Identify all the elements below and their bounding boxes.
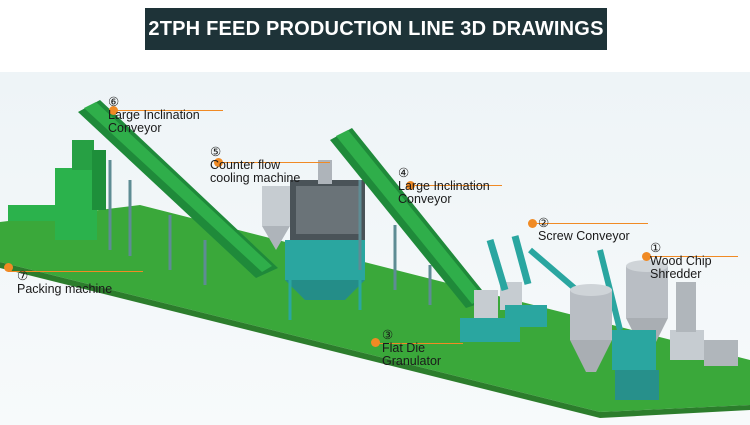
leader-line-counter-flow-cooling-machine [218, 162, 330, 163]
callout-flat-die-granulator: ③ Flat Die Granulator [382, 316, 441, 368]
callout-marker-wood-chip-shredder [642, 252, 651, 261]
cooling-machine-model [262, 160, 365, 320]
callout-text: Packing machine [17, 282, 113, 296]
callout-number: ⑦ [17, 269, 29, 283]
callout-number: ③ [382, 328, 394, 342]
callout-large-inclination-conveyor-4: ④ Large Inclination Conveyor [398, 154, 490, 206]
wood-chip-shredder-model [612, 282, 738, 400]
callout-marker-counter-flow-cooling-machine [214, 158, 223, 167]
leader-line-large-inclination-conveyor-4 [410, 185, 502, 186]
callout-number: ⑥ [108, 95, 120, 109]
callout-packing-machine: ⑦ Packing machine [17, 257, 112, 296]
leader-line-large-inclination-conveyor-6 [113, 110, 223, 111]
callout-marker-packing-machine [4, 263, 13, 272]
leader-line-flat-die-granulator [375, 343, 463, 344]
leader-line-wood-chip-shredder [648, 256, 738, 257]
packing-machine-model [8, 140, 106, 240]
callout-large-inclination-conveyor-6: ⑥ Large Inclination Conveyor [108, 83, 200, 135]
callout-text: Wood Chip Shredder [650, 254, 712, 281]
leader-line-packing-machine [8, 271, 143, 272]
leader-line-screw-conveyor [532, 223, 648, 224]
callout-text: Large Inclination Conveyor [108, 108, 200, 135]
callout-text: Flat Die Granulator [382, 341, 442, 368]
callout-screw-conveyor: ② Screw Conveyor [538, 204, 630, 243]
page-title: 2TPH FEED PRODUCTION LINE 3D DRAWINGS [145, 8, 607, 50]
callout-wood-chip-shredder: ① Wood Chip Shredder [650, 229, 712, 281]
callout-marker-flat-die-granulator [371, 338, 380, 347]
floor-slab [0, 205, 750, 412]
callout-number: ① [650, 241, 662, 255]
callout-number: ④ [398, 166, 410, 180]
conveyor-6-model [78, 100, 278, 285]
callout-marker-large-inclination-conveyor-6 [109, 106, 118, 115]
callout-text: Large Inclination Conveyor [398, 179, 490, 206]
callout-number: ⑤ [210, 145, 222, 159]
conveyor-4-model [330, 128, 490, 308]
callout-marker-screw-conveyor [528, 219, 537, 228]
callout-counter-flow-cooling-machine: ⑤ Counter flow cooling machine [210, 133, 300, 185]
callout-text: Screw Conveyor [538, 229, 630, 243]
callout-number: ② [538, 216, 550, 230]
callout-text: Counter flow cooling machine [210, 158, 301, 185]
callout-marker-large-inclination-conveyor-4 [406, 181, 415, 190]
silo-models [570, 260, 668, 372]
